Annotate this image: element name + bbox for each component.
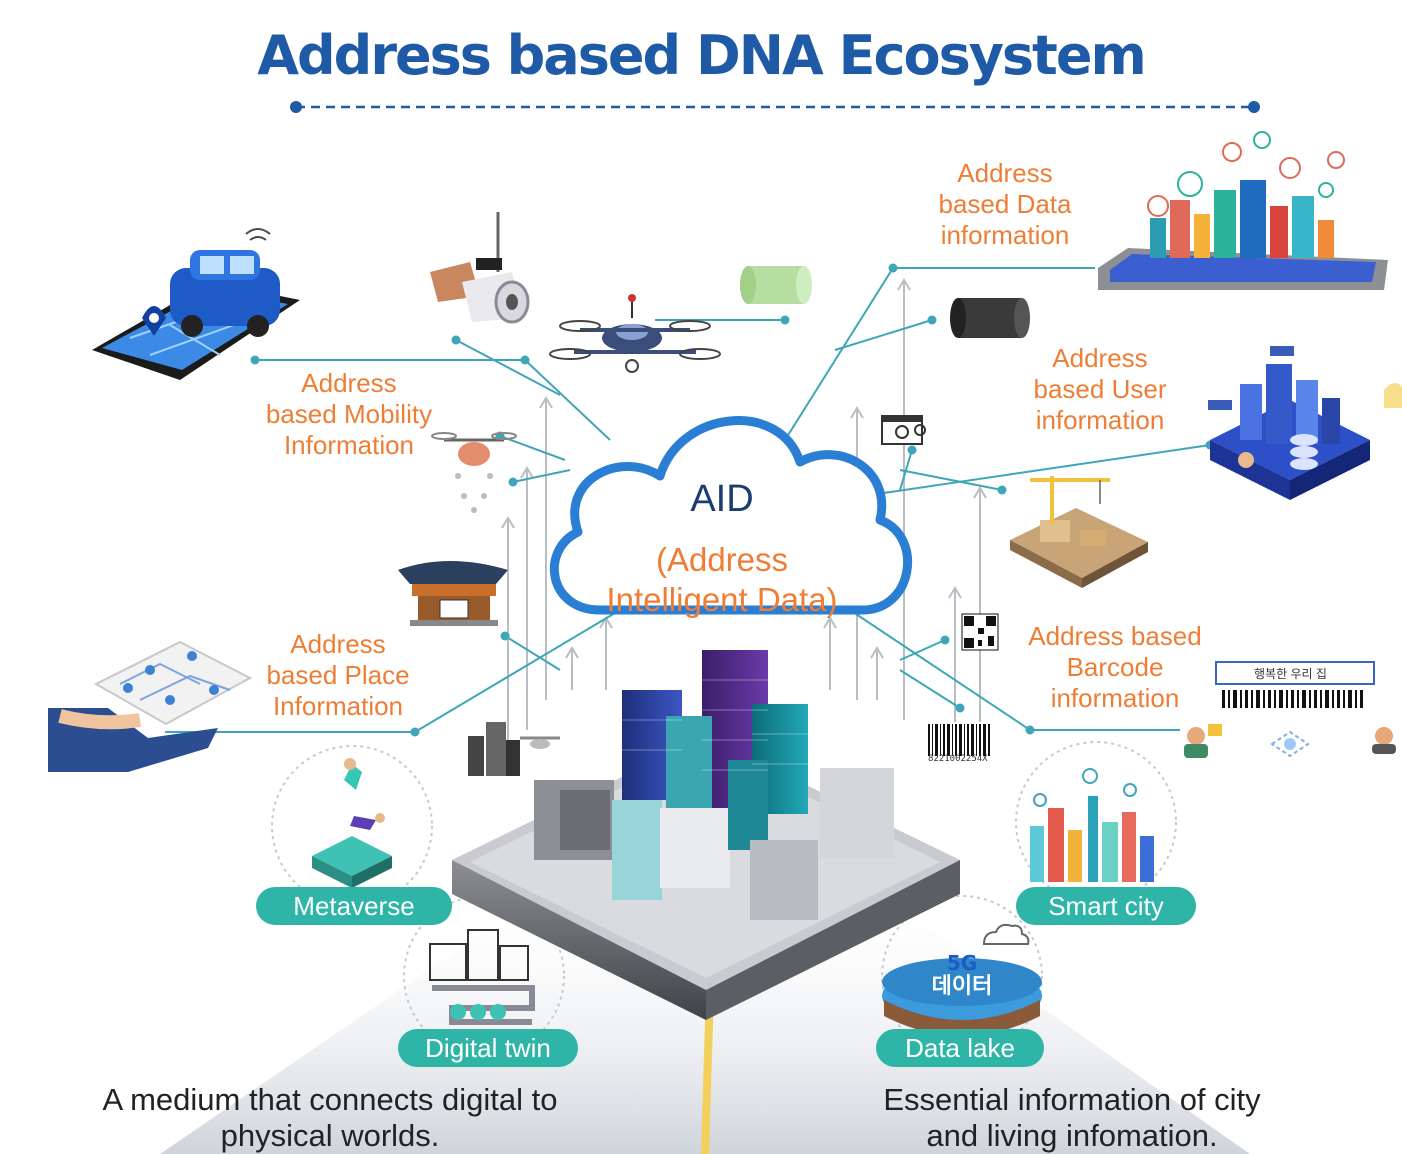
traditional-gate-icon bbox=[398, 561, 508, 626]
aid-title: AID bbox=[690, 478, 754, 520]
settings-window-icon bbox=[881, 415, 926, 445]
caption-left: A medium that connects digital to physic… bbox=[102, 1082, 558, 1153]
data-lake-illustration bbox=[881, 895, 1043, 1057]
smart-city-pill: Smart city bbox=[1016, 887, 1196, 925]
page-title: Address based DNA Ecosystem bbox=[257, 24, 1147, 87]
barcode-number: 8221002254X bbox=[928, 754, 988, 764]
metaverse-illustration bbox=[271, 745, 433, 907]
digital-twin-illustration bbox=[403, 895, 565, 1057]
metaverse-pill: Metaverse bbox=[256, 887, 452, 925]
green-data-cylinder-icon bbox=[740, 266, 812, 304]
drone-icon bbox=[549, 294, 721, 373]
qr-code-icon bbox=[961, 613, 999, 651]
label-mobility-information: Address based Mobility Information bbox=[265, 368, 433, 460]
label-barcode-information: Address based Barcode information bbox=[1028, 621, 1202, 713]
data-lake-pill: Data lake bbox=[876, 1029, 1044, 1067]
central-city-illustration bbox=[452, 650, 960, 1020]
korean-card-text: 행복한 우리 집 bbox=[1254, 667, 1327, 681]
title-divider bbox=[290, 101, 1260, 113]
construction-site-icon bbox=[1010, 476, 1148, 588]
delivery-drone-icon bbox=[431, 432, 517, 513]
address-barcode-card-icon bbox=[1215, 661, 1375, 708]
building-drone-icon bbox=[468, 722, 560, 776]
aid-subtitle: (Address Intelligent Data) bbox=[606, 541, 838, 618]
hand-with-map-icon bbox=[48, 640, 253, 772]
people-icons bbox=[1184, 724, 1396, 758]
aid-center-label: AID (Address Intelligent Data) bbox=[574, 458, 870, 638]
barcode-icon bbox=[926, 722, 994, 766]
data-lake-badge-5g: 5G bbox=[946, 951, 978, 975]
user-data-platform-icon bbox=[1208, 346, 1402, 500]
car-on-phone-icon bbox=[92, 228, 300, 380]
label-data-information: Address based Data information bbox=[938, 158, 1072, 250]
aid-cloud-shape bbox=[549, 416, 913, 615]
label-place-information: Address based Place Information bbox=[266, 629, 410, 721]
smart-city-illustration bbox=[1015, 741, 1177, 903]
smart-city-tablet-icon bbox=[1098, 131, 1388, 290]
data-lake-badge-text: 데이터 bbox=[931, 974, 993, 999]
label-user-information: Address based User information bbox=[1033, 343, 1167, 435]
digital-twin-pill: Digital twin bbox=[398, 1029, 578, 1067]
cctv-camera-icon bbox=[430, 212, 530, 324]
data-lake-badge: 5G 데이터 bbox=[916, 952, 1008, 1000]
caption-right: Essential information of city and living… bbox=[883, 1082, 1261, 1153]
dark-data-cylinder-icon bbox=[950, 298, 1030, 338]
